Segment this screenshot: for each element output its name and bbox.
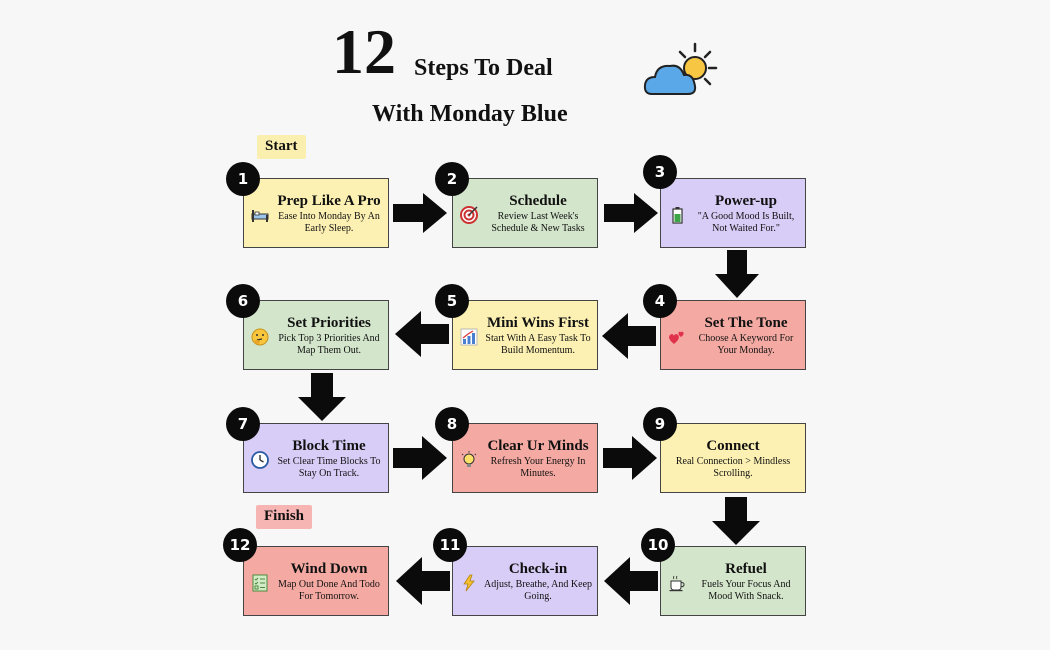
arrow-down-9-to-10 xyxy=(712,497,760,545)
step-title: Check-in xyxy=(508,561,568,577)
title-line-1: Steps To Deal xyxy=(414,55,553,81)
arrow-right-1-to-2 xyxy=(393,193,447,233)
step-card-2: Schedule Review Last Week's Schedule & N… xyxy=(452,178,598,248)
step-title: Wind Down xyxy=(290,561,368,577)
step-number-badge: 4 xyxy=(643,284,677,318)
step-number-badge: 6 xyxy=(226,284,260,318)
sun-behind-cloud-icon xyxy=(643,42,718,95)
title-number: 12 xyxy=(332,16,396,87)
lightbulb-icon xyxy=(459,450,479,470)
step-description: Real Connection > Mindless Scrolling. xyxy=(675,456,791,479)
step-description: Adjust, Breathe, And Keep Going. xyxy=(483,579,593,602)
lightning-icon xyxy=(459,573,479,593)
hearts-icon xyxy=(667,327,687,347)
step-card-3: Power-up "A Good Mood Is Built, Not Wait… xyxy=(660,178,806,248)
step-description: Set Clear Time Blocks To Stay On Track. xyxy=(277,456,381,479)
step-card-6: Set Priorities Pick Top 3 Priorities And… xyxy=(243,300,389,370)
step-description: Pick Top 3 Priorities And Map Them Out. xyxy=(278,333,380,356)
step-title: Power-up xyxy=(715,193,777,209)
target-icon xyxy=(459,205,479,225)
step-card-1: Prep Like A Pro Ease Into Monday By An E… xyxy=(243,178,389,248)
step-description: "A Good Mood Is Built, Not Waited For." xyxy=(697,211,795,234)
arrow-left-10-to-11 xyxy=(604,557,658,605)
step-description: Start With A Easy Task To Build Momentum… xyxy=(485,333,591,356)
step-card-10: Refuel Fuels Your Focus And Mood With Sn… xyxy=(660,546,806,616)
step-title: Schedule xyxy=(509,193,567,209)
arrow-down-6-to-7 xyxy=(298,373,346,421)
checklist-icon xyxy=(250,573,270,593)
clock-icon xyxy=(250,450,270,470)
step-card-5: Mini Wins First Start With A Easy Task T… xyxy=(452,300,598,370)
step-title: Set Priorities xyxy=(287,315,371,331)
step-description: Fuels Your Focus And Mood With Snack. xyxy=(701,579,791,602)
step-description: Choose A Keyword For Your Monday. xyxy=(698,333,794,356)
step-card-7: Block Time Set Clear Time Blocks To Stay… xyxy=(243,423,389,493)
step-number-badge: 5 xyxy=(435,284,469,318)
step-card-11: Check-in Adjust, Breathe, And Keep Going… xyxy=(452,546,598,616)
arrow-right-2-to-3 xyxy=(604,193,658,233)
arrow-left-5-to-6 xyxy=(395,311,449,357)
step-title: Clear Ur Minds xyxy=(487,438,589,454)
step-description: Review Last Week's Schedule & New Tasks xyxy=(491,211,585,234)
arrow-left-4-to-5 xyxy=(602,313,656,359)
step-title: Set The Tone xyxy=(704,315,788,331)
title-line-2: With Monday Blue xyxy=(372,101,568,127)
step-number-badge: 8 xyxy=(435,407,469,441)
step-card-4: Set The Tone Choose A Keyword For Your M… xyxy=(660,300,806,370)
coffee-icon xyxy=(667,573,687,593)
arrow-right-7-to-8 xyxy=(393,436,447,480)
battery-icon xyxy=(667,205,687,225)
arrow-left-11-to-12 xyxy=(396,557,450,605)
finish-label: Finish xyxy=(256,505,313,529)
step-number-badge: 2 xyxy=(435,162,469,196)
step-card-12: Wind Down Map Out Done And Todo For Tomo… xyxy=(243,546,389,616)
step-description: Ease Into Monday By An Early Sleep. xyxy=(278,211,380,234)
step-title: Prep Like A Pro xyxy=(277,193,381,209)
step-number-badge: 12 xyxy=(223,528,257,562)
bed-icon xyxy=(250,205,270,225)
step-description: Refresh Your Energy In Minutes. xyxy=(490,456,586,479)
step-number-badge: 9 xyxy=(643,407,677,441)
step-title: Block Time xyxy=(292,438,366,454)
step-card-9: Connect Real Connection > Mindless Scrol… xyxy=(660,423,806,493)
step-title: Refuel xyxy=(725,561,767,577)
arrow-down-3-to-4 xyxy=(715,250,759,298)
step-title: Connect xyxy=(706,438,760,454)
step-number-badge: 7 xyxy=(226,407,260,441)
start-label: Start xyxy=(257,135,306,159)
step-card-8: Clear Ur Minds Refresh Your Energy In Mi… xyxy=(452,423,598,493)
step-number-badge: 1 xyxy=(226,162,260,196)
arrow-right-8-to-9 xyxy=(603,436,657,480)
step-title: Mini Wins First xyxy=(487,315,589,331)
step-number-badge: 10 xyxy=(641,528,675,562)
thinking-face-icon xyxy=(250,327,270,347)
bar-chart-icon xyxy=(459,327,479,347)
step-number-badge: 3 xyxy=(643,155,677,189)
step-number-badge: 11 xyxy=(433,528,467,562)
step-description: Map Out Done And Todo For Tomorrow. xyxy=(278,579,380,602)
